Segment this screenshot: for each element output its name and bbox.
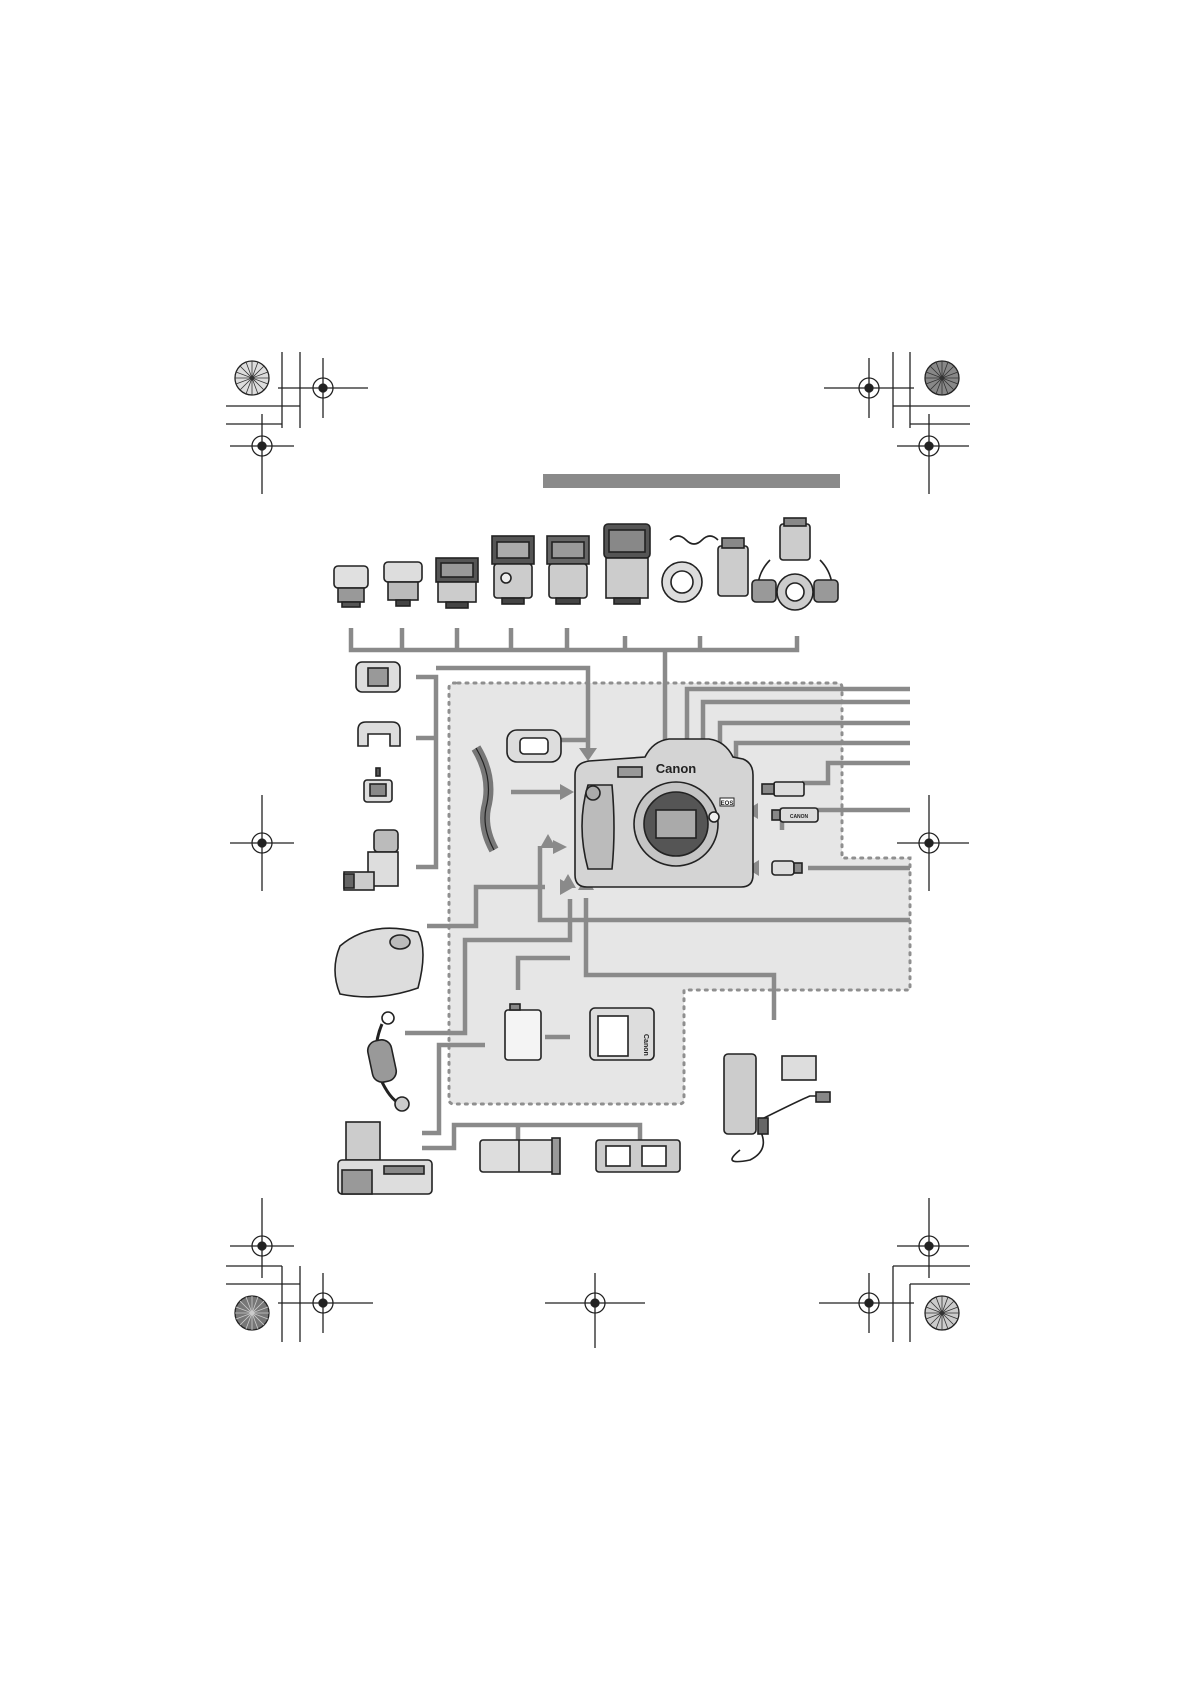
hand-strap — [366, 1012, 409, 1111]
aa-magazine — [480, 1138, 560, 1174]
header-bar — [543, 474, 840, 488]
speedlite-flagship — [604, 524, 650, 604]
compact-flash — [334, 566, 368, 607]
starburst-bottom-left — [235, 1296, 269, 1330]
crosshair — [278, 1273, 373, 1333]
camera-body: Canon EOS — [575, 739, 753, 887]
starburst-top-right — [925, 361, 959, 395]
ac-adapter-kit — [724, 1054, 830, 1162]
eyepiece-extender — [356, 662, 400, 692]
semi-hard-case — [335, 928, 423, 997]
speedlite-medium — [492, 536, 534, 604]
eyecup — [507, 730, 561, 762]
charger-brand-label: Canon — [642, 1034, 649, 1056]
macro-ring-lite — [662, 536, 748, 602]
crosshair — [545, 1273, 645, 1348]
crosshair — [230, 414, 294, 494]
hdmi-cable — [762, 782, 804, 796]
starburst-top-left — [235, 361, 269, 395]
interface-cable: CANON — [772, 808, 818, 822]
angle-finder — [344, 830, 398, 890]
battery-charger: Canon — [590, 1008, 654, 1060]
camera-model-badge: EOS — [721, 801, 734, 807]
macro-twin-lite — [752, 518, 838, 610]
starburst-bottom-right — [925, 1296, 959, 1330]
crosshair — [230, 795, 294, 891]
interface-cable-brand: CANON — [790, 814, 809, 820]
left-accessories — [335, 662, 432, 1194]
battery-pack-magazine — [596, 1140, 680, 1172]
camera-brand-label: Canon — [656, 761, 697, 776]
dioptric-lens — [364, 768, 392, 802]
battery-grip — [338, 1122, 432, 1194]
crosshair — [278, 358, 368, 418]
speedlite-transmitter — [384, 562, 422, 606]
crosshair — [897, 414, 969, 494]
flash-units-row — [334, 518, 838, 610]
speedlite-large — [547, 536, 589, 604]
battery-pack — [505, 1004, 541, 1060]
rubber-frame — [358, 722, 400, 746]
speedlite-small — [436, 558, 478, 608]
crosshair — [824, 358, 914, 418]
battery-magazines — [480, 1138, 680, 1174]
remote-switch — [772, 861, 802, 875]
crosshair — [819, 1273, 914, 1333]
